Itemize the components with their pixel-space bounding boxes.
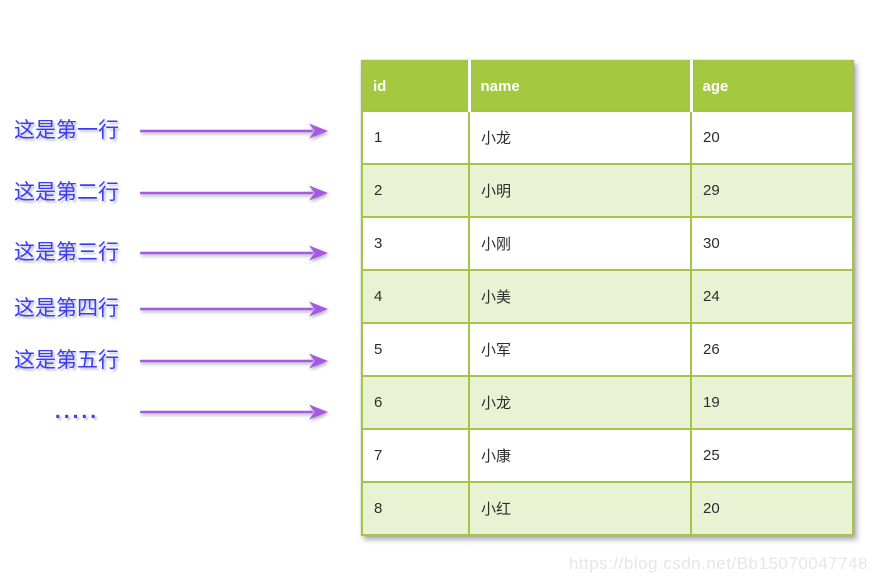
annotation-row: 这是第三行 xyxy=(14,239,330,267)
cell-age: 19 xyxy=(690,375,854,430)
cell-age: 20 xyxy=(690,110,854,165)
cell-age: 25 xyxy=(690,428,854,483)
annotation-label: 这是第二行 xyxy=(14,181,119,204)
right-arrow-icon xyxy=(140,353,328,369)
watermark-url: https://blog.csdn.net/Bb15070047748 xyxy=(568,554,868,573)
cell-id: 4 xyxy=(361,269,470,324)
right-arrow-icon xyxy=(140,123,328,139)
cell-id: 2 xyxy=(361,163,470,218)
cell-id: 1 xyxy=(361,110,470,165)
cell-id: 3 xyxy=(361,216,470,271)
cell-age: 29 xyxy=(690,163,854,218)
cell-age: 24 xyxy=(690,269,854,324)
column-header-name: name xyxy=(467,60,692,112)
annotation-label: 这是第三行 xyxy=(14,241,119,264)
cell-age: 20 xyxy=(690,481,854,536)
annotation-row: 这是第二行 xyxy=(14,179,330,207)
cell-name: 小刚 xyxy=(468,216,692,271)
annotation-row: ..... xyxy=(14,398,330,426)
annotation-row: 这是第五行 xyxy=(14,347,330,375)
annotation-label: 这是第四行 xyxy=(14,297,119,320)
cell-age: 30 xyxy=(690,216,854,271)
cell-name: 小明 xyxy=(468,163,692,218)
annotation-row: 这是第一行 xyxy=(14,117,330,145)
right-arrow-icon xyxy=(140,185,328,201)
right-arrow-icon xyxy=(140,301,328,317)
column-header-id: id xyxy=(361,60,470,112)
cell-name: 小红 xyxy=(468,481,692,536)
cell-name: 小美 xyxy=(468,269,692,324)
cell-id: 7 xyxy=(361,428,470,483)
column-header-age: age xyxy=(689,60,854,112)
cell-name: 小龙 xyxy=(468,375,692,430)
annotation-ellipsis-label: ..... xyxy=(54,400,100,423)
cell-id: 5 xyxy=(361,322,470,377)
annotation-row: 这是第四行 xyxy=(14,295,330,323)
right-arrow-icon xyxy=(140,404,328,420)
cell-name: 小军 xyxy=(468,322,692,377)
annotation-label: 这是第一行 xyxy=(14,119,119,142)
cell-id: 6 xyxy=(361,375,470,430)
cell-age: 26 xyxy=(690,322,854,377)
cell-name: 小龙 xyxy=(468,110,692,165)
cell-id: 8 xyxy=(361,481,470,536)
cell-name: 小康 xyxy=(468,428,692,483)
right-arrow-icon xyxy=(140,245,328,261)
annotation-label: 这是第五行 xyxy=(14,349,119,372)
